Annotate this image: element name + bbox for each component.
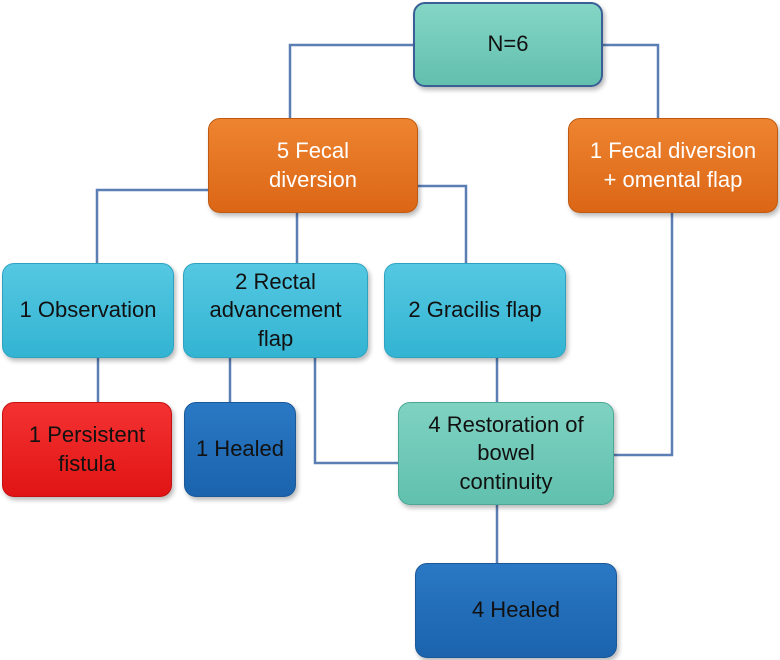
node-rectal-advancement-flap-label: 2 Rectal advancement flap [209,269,342,351]
node-restoration-bowel-continuity: 4 Restoration of bowel continuity [398,402,614,505]
node-fecal-diversion-label: 5 Fecal diversion [268,138,358,192]
node-observation-label: 1 Observation [19,297,157,323]
node-total-patients-label: N=6 [487,31,529,57]
node-rectal-advancement-flap: 2 Rectal advancement flap [183,263,368,358]
edge-fecal5-obs [95,188,208,263]
node-gracilis-flap: 2 Gracilis flap [384,263,566,358]
node-fecal-diversion: 5 Fecal diversion [208,118,418,213]
edge-root-fecal5 [288,43,413,118]
node-total-patients: N=6 [413,2,603,87]
node-persistent-fistula: 1 Persistent fistula [2,402,172,497]
node-gracilis-flap-label: 2 Gracilis flap [408,297,542,323]
edge-rectal-restore [313,358,398,465]
edge-fecal5-gracilis [418,184,468,263]
node-healed-four: 4 Healed [415,563,617,658]
edge-root-fecal1 [603,43,660,118]
node-restoration-bowel-continuity-label: 4 Restoration of bowel continuity [428,412,584,494]
node-fecal-diversion-omental-flap-label: 1 Fecal diversion + omental flap [589,138,757,192]
node-persistent-fistula-label: 1 Persistent fistula [28,422,146,476]
node-fecal-diversion-omental-flap: 1 Fecal diversion + omental flap [568,118,778,213]
edge-fecal1-restore [614,213,674,457]
node-healed-four-label: 4 Healed [471,597,561,623]
node-healed-one: 1 Healed [184,402,296,497]
node-observation: 1 Observation [2,263,174,358]
node-healed-one-label: 1 Healed [195,436,285,462]
